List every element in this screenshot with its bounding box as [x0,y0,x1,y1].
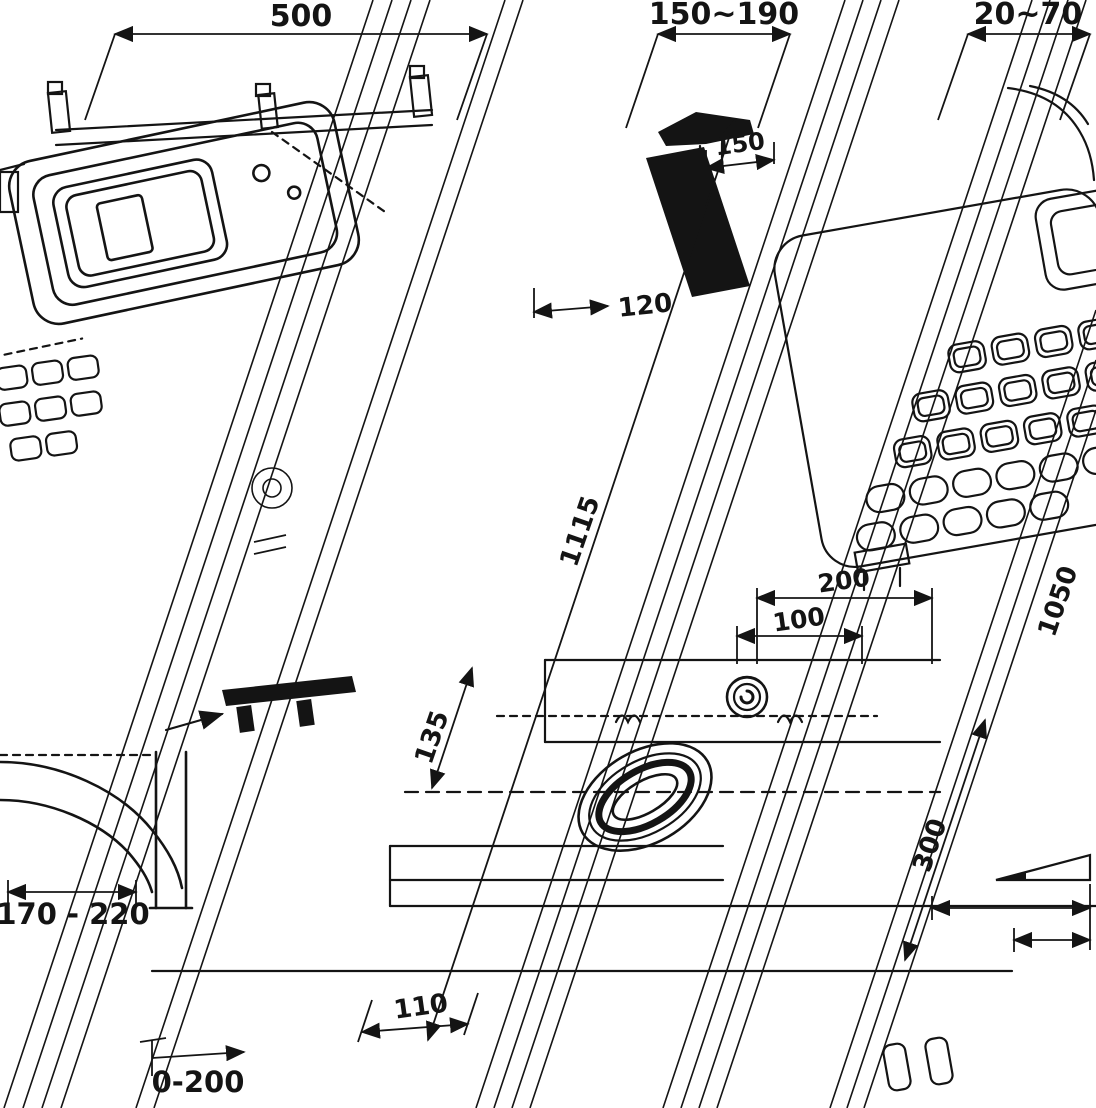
sink-top-view [7,100,361,326]
drain-spiral [725,675,769,719]
dimension-500: 500 [84,0,489,121]
dimension-170-220: 170 - 220 [0,880,150,931]
wall-section-hatch [646,147,750,297]
left-keypad-partial [0,337,103,462]
bathtub-oval [577,742,713,852]
control-panel-keypad [773,188,1096,568]
dimension-150-spout: 150 [704,127,776,174]
dim-label-150-190: 150~190 [649,0,799,32]
dimension-110: 110 [357,988,479,1043]
dim-label-150: 150 [713,127,767,162]
dimension-120: 120 [532,288,674,324]
grab-rail-section [164,676,356,733]
ramp-wedge [995,853,1092,882]
dimension-150-190: 150~190 [625,0,799,129]
dim-label-20-70: 20~70 [974,0,1083,32]
dim-label-110: 110 [392,988,450,1025]
dim-label-1050: 1050 [1032,562,1084,640]
dimension-0-200: 0-200 [139,1037,246,1099]
dim-label-170-220: 170 - 220 [0,897,150,931]
top-right-corner-panel [1006,84,1096,291]
dimension-100: 100 [735,602,864,664]
dimension-300: 300 [903,718,987,962]
dimension-20-70: 20~70 [937,0,1092,121]
dimension-200: 200 [755,563,934,664]
dim-label-200: 200 [816,563,872,599]
dimension-135: 135 [409,666,474,790]
dimension-1115: 1115 [253,118,737,1042]
dim-label-120: 120 [617,288,674,324]
mounting-rail [0,64,434,214]
dim-label-100: 100 [771,602,827,638]
panel-stem [853,542,911,592]
dim-label-0-200: 0-200 [152,1065,245,1099]
dimension-1050: 1050 [1032,562,1084,640]
dimension-bottom-right [930,884,1092,952]
dim-label-300: 300 [907,815,953,876]
dim-label-500: 500 [270,0,333,34]
sink-drain-plan [251,467,293,509]
bottom-clips [882,1036,954,1092]
drain-trap [0,750,194,910]
